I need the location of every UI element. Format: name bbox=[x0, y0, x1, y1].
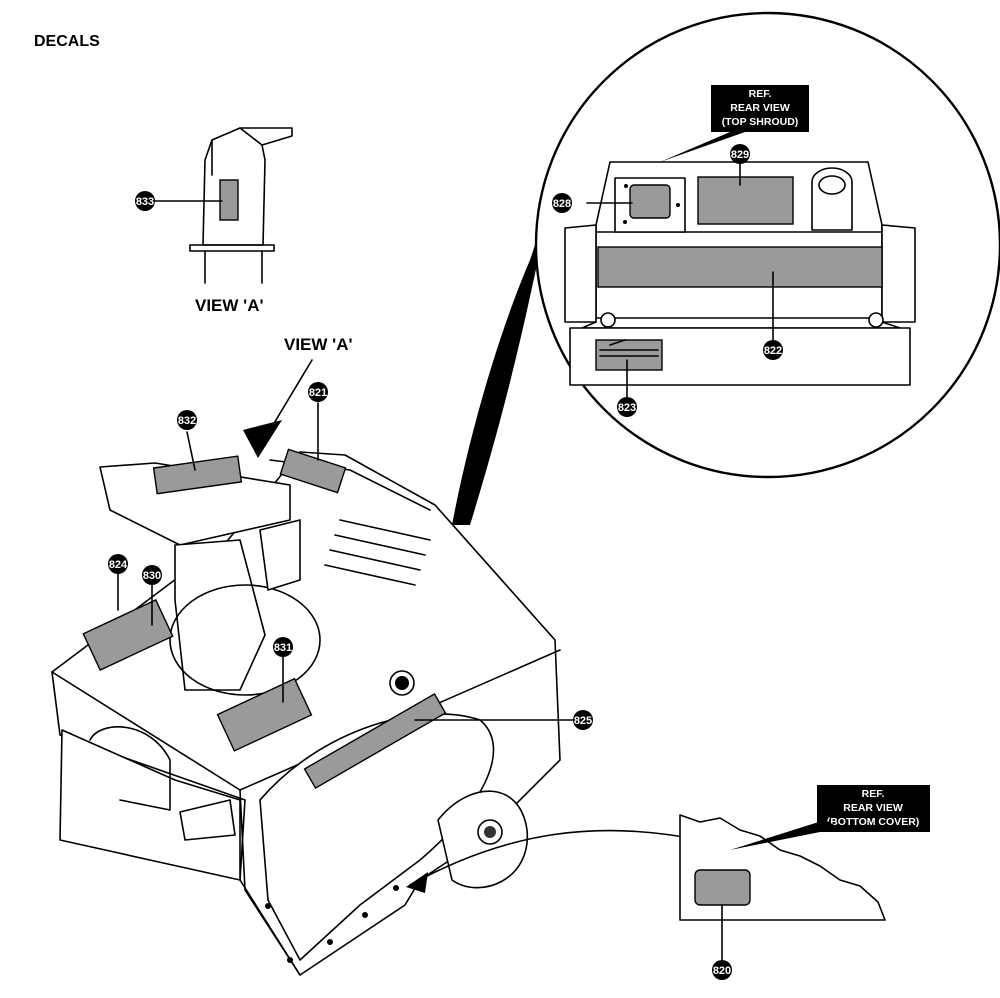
decal-831 bbox=[216, 677, 313, 752]
callout-823: 823 bbox=[617, 397, 637, 417]
svg-text:829: 829 bbox=[731, 149, 749, 161]
decal-825 bbox=[303, 693, 447, 789]
svg-text:821: 821 bbox=[309, 387, 327, 399]
decal-823 bbox=[595, 339, 663, 371]
svg-text:828: 828 bbox=[553, 198, 571, 210]
callout-833: 833 bbox=[135, 191, 155, 211]
svg-text:REF.: REF. bbox=[862, 788, 885, 800]
svg-text:825: 825 bbox=[574, 715, 592, 727]
decal-821 bbox=[279, 448, 347, 494]
view-a-pointer-label: VIEW 'A' bbox=[284, 335, 353, 354]
callout-820: 820 bbox=[712, 960, 732, 980]
callout-825: 825 bbox=[573, 710, 593, 730]
view-a-caption: VIEW 'A' bbox=[195, 296, 264, 315]
magnifier-wedge bbox=[452, 170, 560, 525]
svg-text:(BOTTOM COVER): (BOTTOM COVER) bbox=[827, 816, 920, 828]
page-title: DECALS bbox=[34, 33, 100, 50]
callout-821: 821 bbox=[308, 382, 328, 402]
svg-text:REAR VIEW: REAR VIEW bbox=[843, 802, 903, 814]
decal-822 bbox=[597, 246, 883, 288]
view-a-chute-illustration bbox=[189, 127, 293, 284]
callout-828: 828 bbox=[552, 193, 572, 213]
decal-832 bbox=[152, 455, 243, 495]
view-a-arrow bbox=[243, 420, 282, 458]
decal-830 bbox=[82, 599, 174, 671]
callout-830: 830 bbox=[142, 565, 162, 585]
svg-text:831: 831 bbox=[274, 642, 292, 654]
top-shroud-illustration bbox=[564, 161, 916, 386]
svg-text:820: 820 bbox=[713, 965, 731, 977]
svg-text:823: 823 bbox=[618, 402, 636, 414]
bottom-cover-illustration bbox=[679, 814, 886, 921]
snow-thrower-illustration bbox=[51, 448, 561, 976]
callout-832: 832 bbox=[177, 410, 197, 430]
decal-833 bbox=[219, 179, 239, 221]
ref-top-shroud-label: REF. REAR VIEW (TOP SHROUD) bbox=[711, 85, 809, 132]
callout-824: 824 bbox=[108, 554, 128, 574]
svg-text:824: 824 bbox=[109, 559, 128, 571]
callout-831: 831 bbox=[273, 637, 293, 657]
svg-text:(TOP SHROUD): (TOP SHROUD) bbox=[722, 116, 799, 128]
svg-text:832: 832 bbox=[178, 415, 196, 427]
ref-bottom-cover-label: REF. REAR VIEW (BOTTOM COVER) bbox=[817, 785, 930, 832]
svg-text:833: 833 bbox=[136, 196, 154, 208]
callout-829: 829 bbox=[730, 144, 750, 164]
svg-text:REAR VIEW: REAR VIEW bbox=[730, 102, 790, 114]
decal-820 bbox=[694, 869, 751, 906]
decal-828 bbox=[629, 184, 671, 219]
svg-text:830: 830 bbox=[143, 570, 161, 582]
svg-text:REF.: REF. bbox=[749, 88, 772, 100]
svg-text:822: 822 bbox=[764, 345, 782, 357]
decal-829 bbox=[697, 176, 794, 225]
bottom-cover-arrow-line bbox=[409, 829, 701, 886]
callout-822: 822 bbox=[763, 340, 783, 360]
